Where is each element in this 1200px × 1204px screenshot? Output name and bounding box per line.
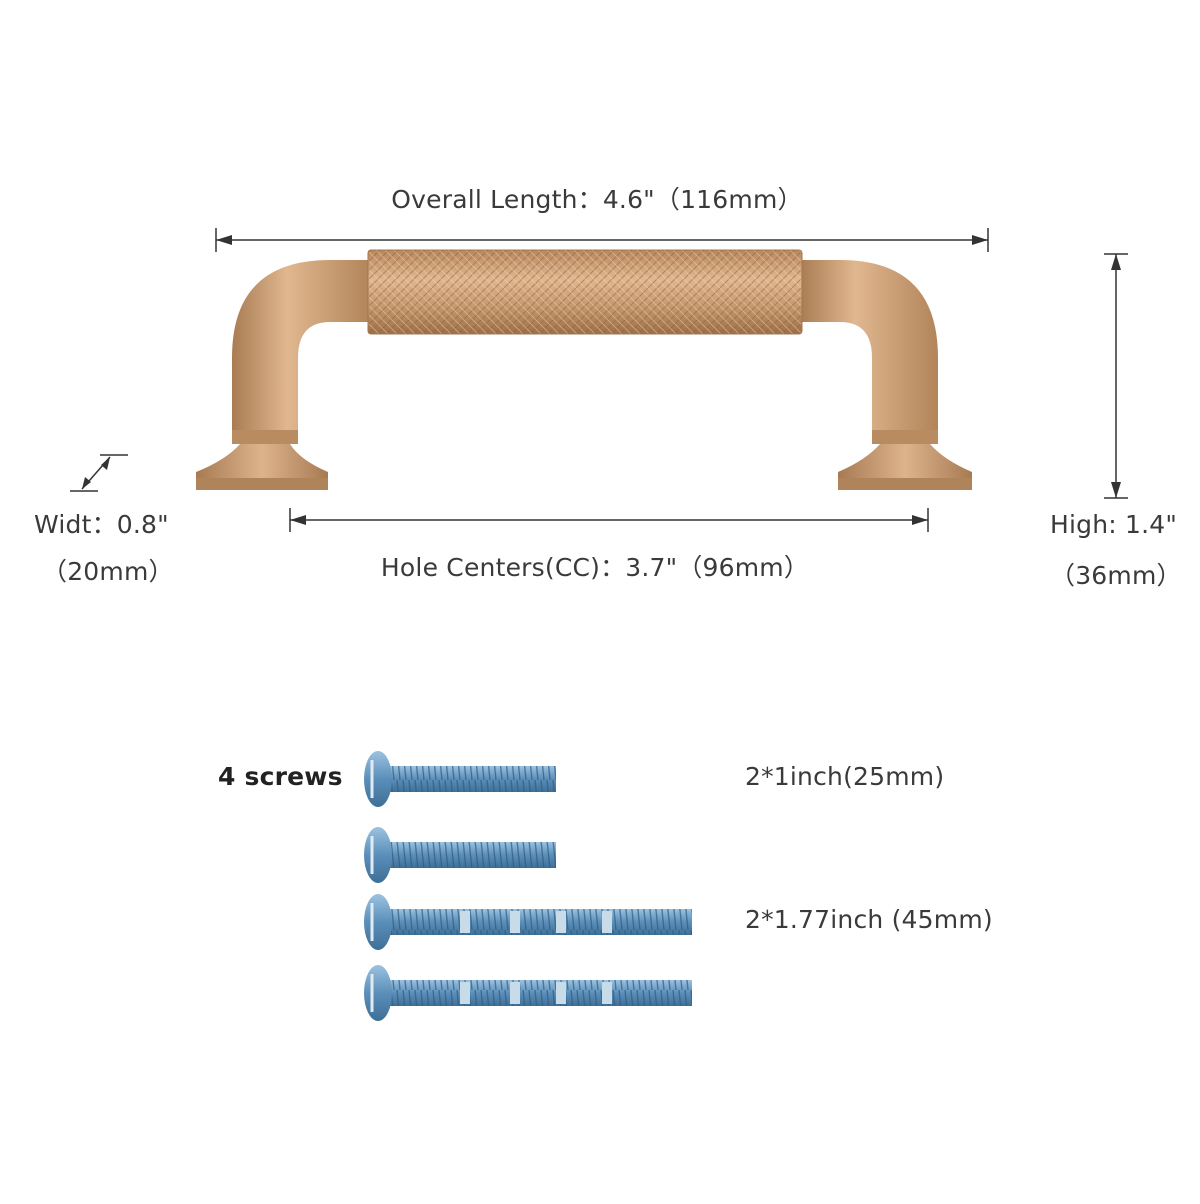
long-screw-label: 2*1.77inch (45mm) — [745, 905, 993, 934]
hole-centers-dimension — [289, 508, 929, 532]
screws-heading: 4 screws — [218, 762, 343, 791]
width-dimension — [70, 454, 128, 492]
overall-length-dimension — [215, 228, 989, 252]
screw-short-1 — [364, 751, 556, 807]
width-label: Widt：0.8" — [34, 510, 169, 539]
overall-length-label: Overall Length：4.6"（116mm） — [391, 185, 803, 214]
width-mm-label: （20mm） — [42, 557, 174, 586]
handle-knurled-grip — [367, 249, 803, 335]
handle-left-leg — [196, 260, 370, 490]
screw-short-2 — [364, 827, 556, 883]
height-label: High: 1.4" — [1050, 510, 1178, 539]
handle-right-leg — [800, 260, 972, 490]
height-mm-label: （36mm） — [1050, 561, 1182, 590]
screw-long-1 — [364, 894, 692, 950]
short-screw-label: 2*1inch(25mm) — [745, 762, 945, 791]
screw-long-2 — [364, 965, 692, 1021]
hole-centers-label: Hole Centers(CC)：3.7"（96mm） — [380, 553, 810, 582]
height-dimension — [1104, 253, 1128, 499]
